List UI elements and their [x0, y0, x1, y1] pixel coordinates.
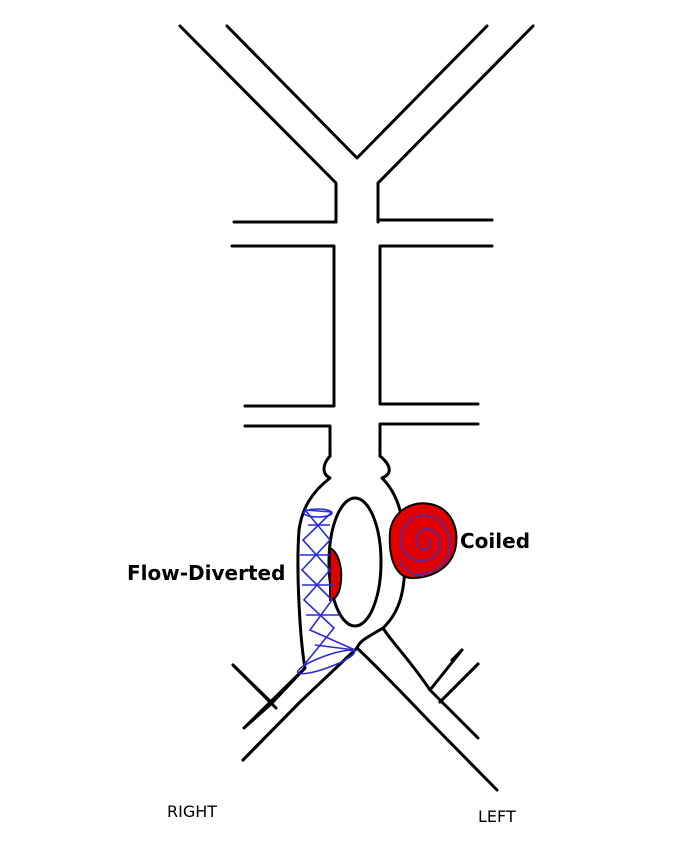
lower-side-branches [243, 422, 480, 458]
flow-diverter-stent [296, 508, 356, 675]
coiled-aneurysm [388, 502, 458, 580]
vascular-loop [231, 454, 499, 792]
upper-bifurcation [178, 24, 535, 224]
right-side-label: RIGHT [167, 802, 217, 821]
flow-diverted-label: Flow-Diverted [127, 561, 285, 585]
coiled-label: Coiled [460, 529, 530, 553]
coil-spiral [400, 514, 451, 575]
upper-side-branches [230, 218, 494, 408]
left-side-label: LEFT [478, 807, 516, 826]
flow-diverted-aneurysm [329, 546, 343, 602]
